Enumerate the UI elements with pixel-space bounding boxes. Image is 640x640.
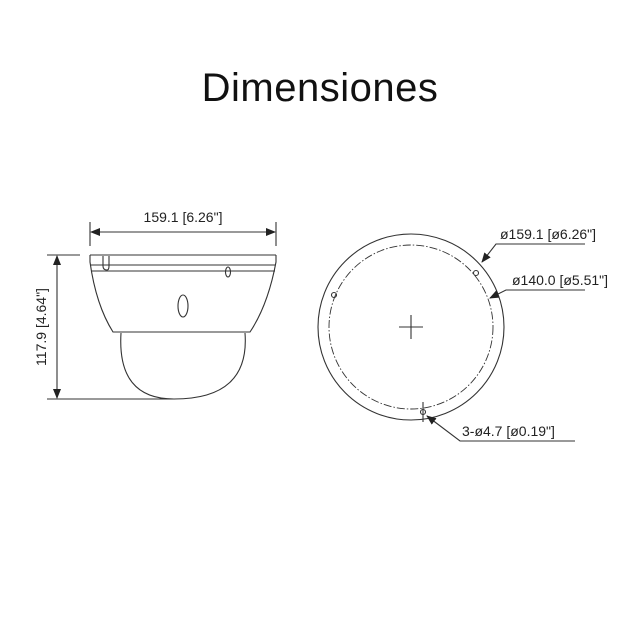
hole-leader <box>426 415 575 442</box>
outer-circle <box>317 233 505 421</box>
width-label: 159.1 [6.26"] <box>144 209 223 225</box>
mount-hole <box>330 291 338 299</box>
camera-tab <box>102 256 110 271</box>
mount-leader <box>489 289 585 299</box>
outer-leader <box>481 243 585 263</box>
outer-diameter-label: ø159.1 [ø6.26"] <box>500 226 596 242</box>
mount-circle-label: ø140.0 [ø5.51"] <box>512 272 608 288</box>
side-view <box>47 222 277 400</box>
mount-circle <box>328 244 494 410</box>
mount-hole <box>472 269 480 277</box>
camera-housing <box>89 255 277 333</box>
top-view <box>317 233 585 442</box>
housing-slot <box>177 294 189 318</box>
page-title: Dimensiones <box>201 66 439 110</box>
camera-dome <box>120 332 246 400</box>
height-label: 117.9 [4.64"] <box>33 288 49 366</box>
holes-label: 3-ø4.7 [ø0.19"] <box>462 423 555 439</box>
screw-hole <box>224 266 232 278</box>
